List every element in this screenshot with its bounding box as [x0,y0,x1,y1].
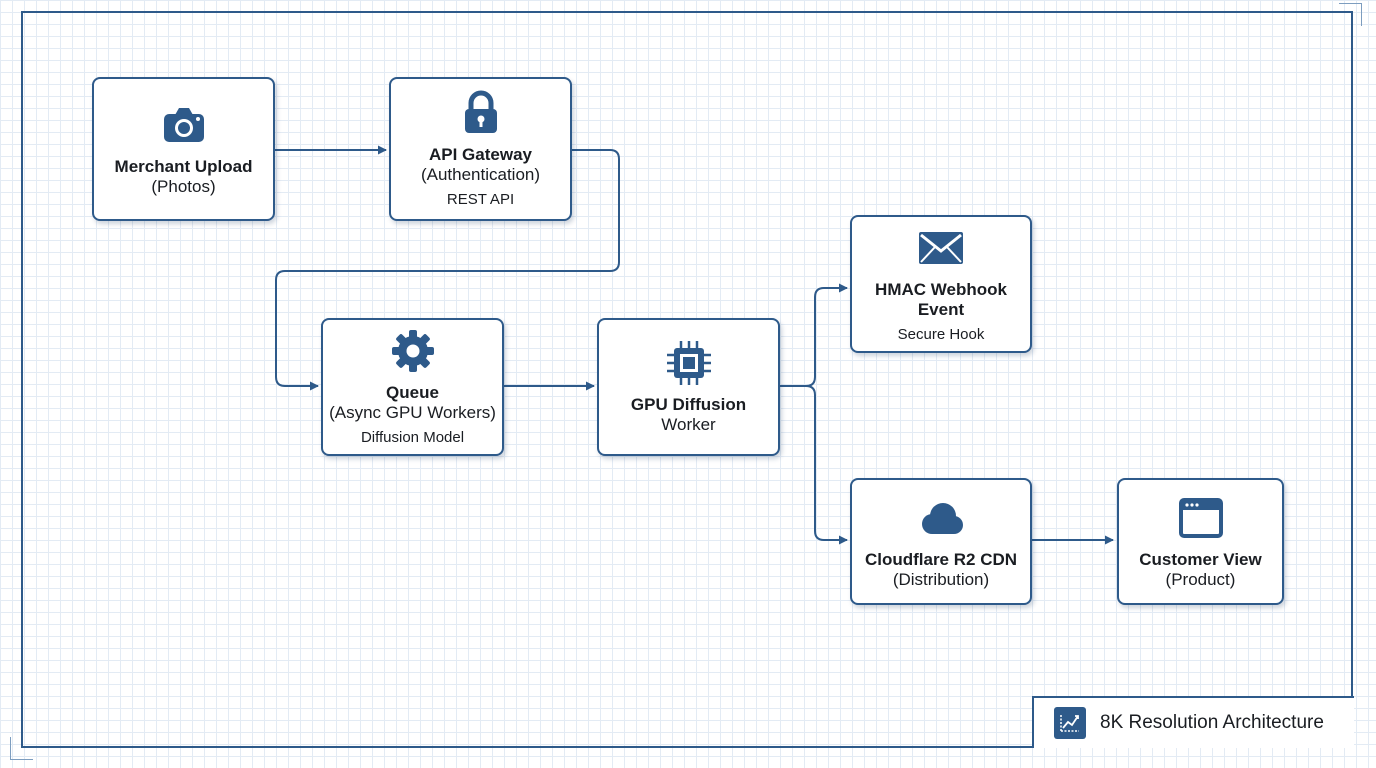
node-title: GPU Diffusion [630,395,747,414]
node-subtitle: (Product) [1165,569,1236,589]
node-title: Merchant Upload [114,157,253,176]
node-cdn[interactable]: Cloudflare R2 CDN (Distribution) [850,478,1032,605]
node-subtitle: (Photos) [151,177,216,196]
node-gpu-worker[interactable]: GPU Diffusion Worker [597,318,780,456]
node-detail: Diffusion Model [360,429,465,446]
lock-icon [457,89,505,137]
node-subtitle: (Authentication) [420,165,541,184]
node-detail: REST API [446,191,515,208]
browser-window-icon [1177,494,1225,542]
envelope-icon [917,224,965,272]
gear-icon [389,327,437,375]
node-queue[interactable]: Queue (Async GPU Workers) Diffusion Mode… [321,318,504,456]
node-title: Customer View [1139,549,1262,569]
node-title: API Gateway [429,145,532,164]
diagram-frame [21,11,1353,748]
node-api-gateway[interactable]: API Gateway (Authentication) REST API [389,77,572,221]
title-badge: 8K Resolution Architecture [1032,696,1354,748]
node-detail: Secure Hook [897,326,985,343]
node-subtitle: Worker [661,415,716,434]
node-subtitle: (Distribution) [892,569,990,589]
badge-label: 8K Resolution Architecture [1100,712,1324,733]
node-customer-view[interactable]: Customer View (Product) [1117,478,1284,605]
node-title: HMAC Webhook Event [875,280,1007,319]
camera-icon [160,101,208,149]
chip-icon [665,339,713,387]
cloud-icon [917,494,965,542]
node-title: Queue [386,383,439,402]
node-merchant-upload[interactable]: Merchant Upload (Photos) [92,77,275,221]
corner-mark-bottom-left [10,737,33,760]
corner-mark-top-right [1339,3,1362,26]
node-webhook[interactable]: HMAC Webhook Event Secure Hook [850,215,1032,353]
node-subtitle: (Async GPU Workers) [329,403,496,422]
chart-icon [1054,707,1086,739]
node-title: Cloudflare R2 CDN [864,549,1018,569]
